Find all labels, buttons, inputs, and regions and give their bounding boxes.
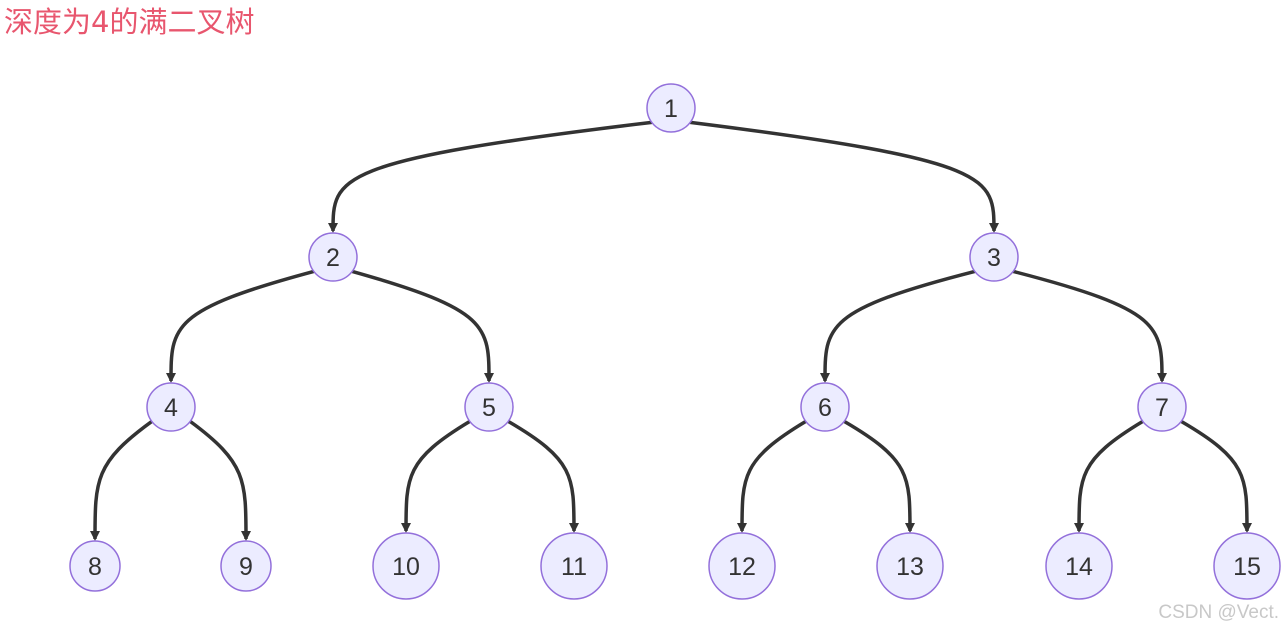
node-14: 14 — [1045, 532, 1113, 600]
node-circle — [1137, 382, 1187, 432]
node-circle — [800, 382, 850, 432]
node-label: 10 — [392, 553, 420, 581]
node-label: 12 — [728, 553, 756, 581]
edge-5-10 — [401, 419, 471, 533]
page-title: 深度为4的满二叉树 — [4, 5, 255, 39]
node-label: 4 — [164, 394, 178, 422]
node-circle — [1213, 532, 1281, 600]
node-circle — [308, 232, 358, 282]
edge-6-13 — [843, 419, 915, 533]
node-label: 14 — [1065, 553, 1093, 581]
node-15: 15 — [1213, 532, 1281, 600]
node-10: 10 — [372, 532, 440, 600]
edge-1-3 — [689, 120, 999, 233]
node-label: 11 — [561, 553, 587, 581]
edges-layer — [90, 120, 1252, 541]
node-circle — [69, 540, 121, 592]
node-label: 3 — [987, 244, 1001, 272]
node-8: 8 — [69, 540, 121, 592]
node-label: 8 — [88, 553, 102, 581]
node-circle — [146, 382, 196, 432]
node-4: 4 — [146, 382, 196, 432]
edge-3-6 — [820, 269, 976, 383]
edge-4-9 — [189, 419, 251, 541]
node-circle — [220, 540, 272, 592]
node-7: 7 — [1137, 382, 1187, 432]
edge-1-2 — [328, 120, 653, 233]
node-label: 13 — [896, 553, 924, 581]
node-circle — [876, 532, 944, 600]
node-12: 12 — [708, 532, 776, 600]
node-circle — [464, 382, 514, 432]
node-label: 2 — [326, 244, 340, 272]
edge-3-7 — [1012, 269, 1167, 383]
edge-4-8 — [90, 419, 153, 541]
node-circle — [540, 532, 608, 600]
node-2: 2 — [308, 232, 358, 282]
edge-7-14 — [1074, 419, 1144, 533]
node-9: 9 — [220, 540, 272, 592]
edge-5-11 — [507, 419, 579, 533]
node-3: 3 — [969, 232, 1019, 282]
node-5: 5 — [464, 382, 514, 432]
node-label: 9 — [239, 553, 253, 581]
node-circle — [969, 232, 1019, 282]
node-circle — [372, 532, 440, 600]
watermark: CSDN @Vect. — [1158, 602, 1279, 623]
node-circle — [1045, 532, 1113, 600]
edge-6-12 — [737, 419, 807, 533]
node-13: 13 — [876, 532, 944, 600]
node-circle — [646, 83, 696, 133]
node-6: 6 — [800, 382, 850, 432]
node-1: 1 — [646, 83, 696, 133]
edge-2-5 — [351, 269, 494, 383]
edge-2-4 — [166, 269, 315, 383]
node-label: 1 — [664, 95, 678, 123]
node-label: 6 — [818, 394, 832, 422]
edge-7-15 — [1180, 419, 1252, 533]
node-circle — [708, 532, 776, 600]
node-label: 7 — [1155, 394, 1169, 422]
node-label: 5 — [482, 394, 496, 422]
node-11: 11 — [540, 532, 608, 600]
node-label: 15 — [1233, 553, 1261, 581]
